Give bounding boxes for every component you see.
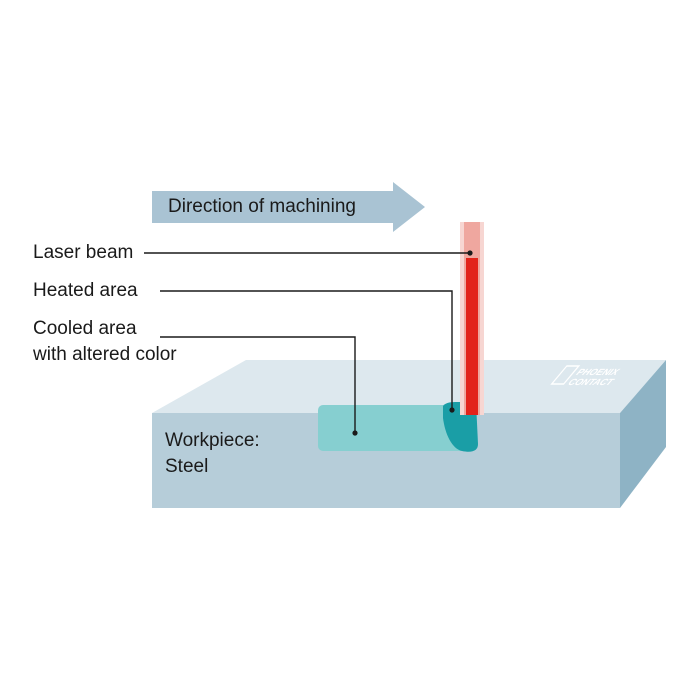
cooled-area-label-line1: Cooled area bbox=[33, 318, 137, 339]
cooled-area-leader-dot bbox=[352, 430, 358, 436]
phoenix-contact-logo: PHOENIX CONTACT bbox=[550, 365, 621, 388]
workpiece-top-face bbox=[152, 360, 666, 413]
heated-area-leader bbox=[160, 290, 453, 410]
workpiece-label-line1: Workpiece: bbox=[165, 430, 260, 451]
workpiece-side-face bbox=[620, 360, 666, 508]
laser-beam-leader-dot bbox=[467, 250, 473, 256]
laser-beam-core bbox=[466, 258, 478, 415]
cooled-area-label-line2: with altered color bbox=[33, 344, 177, 365]
direction-arrow bbox=[152, 182, 425, 232]
cooled-area-leader bbox=[160, 336, 356, 433]
laser-beam-label: Laser beam bbox=[33, 242, 134, 263]
heated-area-leader-dot bbox=[449, 407, 455, 413]
direction-label: Direction of machining bbox=[168, 196, 356, 217]
svg-text:CONTACT: CONTACT bbox=[565, 378, 617, 387]
heated-area-label: Heated area bbox=[33, 280, 138, 301]
svg-text:PHOENIX: PHOENIX bbox=[573, 368, 621, 377]
workpiece-label-line2: Steel bbox=[165, 456, 209, 477]
